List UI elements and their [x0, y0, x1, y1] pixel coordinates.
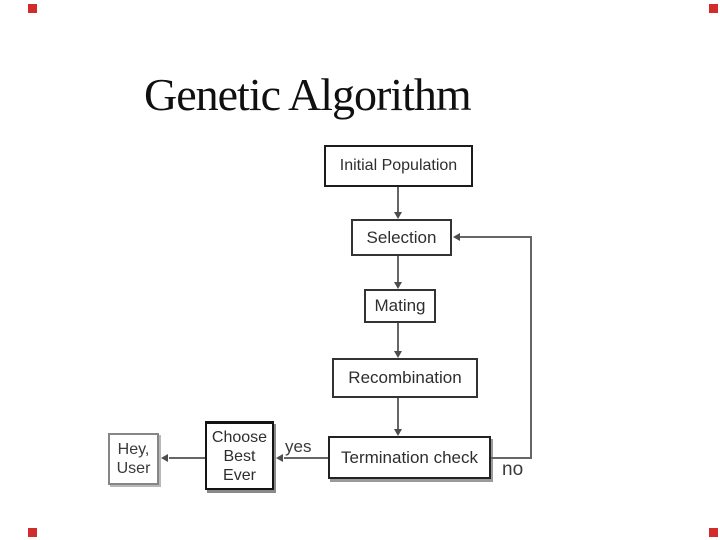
connector-selection-to-mating [397, 256, 399, 283]
arrowhead-left-user-icon [161, 454, 168, 462]
node-recombination: Recombination [332, 358, 478, 398]
node-selection: Selection [351, 219, 452, 256]
connector-no-return [460, 236, 530, 238]
corner-marker-bottom-right [709, 528, 718, 537]
connector-choose-to-user [169, 457, 205, 459]
node-initial-population-label: Initial Population [339, 157, 458, 174]
node-mating: Mating [364, 289, 436, 323]
edge-label-no: no [502, 459, 524, 480]
connector-mating-to-recombination [397, 323, 399, 352]
connector-yes [284, 457, 328, 459]
connector-no-vertical [530, 236, 532, 459]
node-mating-label: Mating [374, 296, 426, 315]
corner-marker-bottom-left [28, 528, 37, 537]
node-termination-check-label: Termination check [340, 447, 478, 467]
node-choose-best-ever-line1: Choose [211, 428, 268, 446]
slide-title: Genetic Algorithm [144, 69, 472, 120]
arrowhead-down-recombination-icon [394, 351, 402, 358]
arrowhead-left-selection-icon [453, 233, 460, 241]
node-hey-user-line1: Hey, [117, 441, 150, 458]
arrowhead-down-selection-icon [394, 212, 402, 219]
node-choose-best-ever-line3: Ever [223, 466, 256, 484]
node-initial-population: Initial Population [324, 145, 473, 187]
connector-no-horizontal [491, 457, 532, 459]
connector-recombination-to-termination [397, 398, 399, 430]
edge-label-yes: yes [285, 437, 312, 456]
arrowhead-down-termination-icon [394, 429, 402, 436]
node-hey-user-line2: User [116, 460, 151, 477]
node-choose-best-ever: Choose Best Ever [205, 421, 274, 490]
node-recombination-label: Recombination [348, 368, 462, 387]
arrowhead-left-choose-icon [276, 454, 283, 462]
node-choose-best-ever-line2: Best [223, 447, 256, 465]
corner-marker-top-left [28, 4, 37, 13]
node-termination-check: Termination check [328, 436, 491, 479]
node-selection-label: Selection [366, 227, 437, 247]
corner-marker-top-right [709, 4, 718, 13]
arrowhead-down-mating-icon [394, 282, 402, 289]
connector-initial-to-selection [397, 187, 399, 213]
node-hey-user: Hey, User [108, 433, 159, 485]
